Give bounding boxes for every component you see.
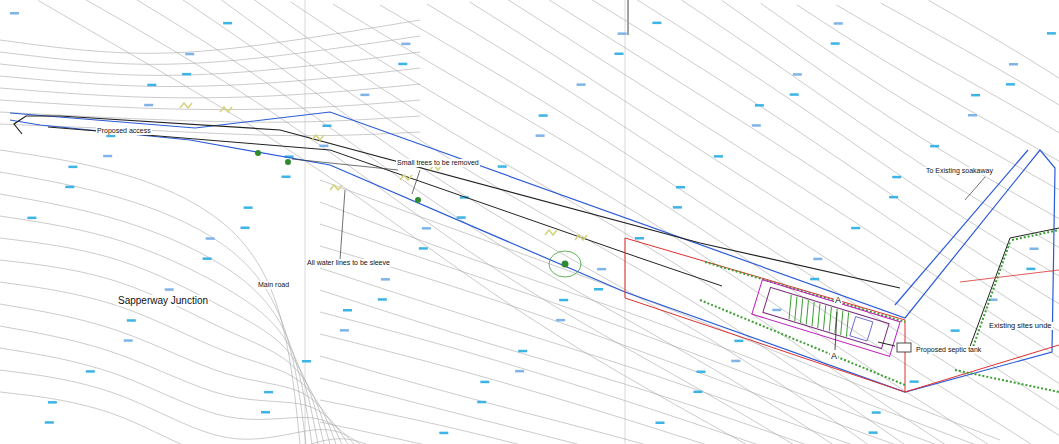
map-label: Existing sites unde xyxy=(988,322,1053,330)
hedge xyxy=(1012,230,1059,240)
proposed-building xyxy=(752,280,900,357)
tree-canopy xyxy=(549,251,581,277)
access-line xyxy=(14,116,900,288)
existing-site-line xyxy=(1010,228,1059,238)
tree xyxy=(285,159,291,165)
map-label: A xyxy=(834,296,842,306)
shrub xyxy=(545,230,557,235)
shrub xyxy=(180,103,192,108)
hedge xyxy=(955,370,1059,392)
boundary-line xyxy=(10,112,1055,392)
leader-line xyxy=(965,177,985,200)
map-label: All water lines to be sleeve xyxy=(306,259,391,267)
shrub xyxy=(575,235,587,240)
map-label: Small trees to be removed xyxy=(396,159,480,167)
site-boundary xyxy=(625,238,905,392)
map-label: Sapperway Junction xyxy=(117,295,209,306)
shrub xyxy=(220,107,232,112)
sheet-join xyxy=(625,0,626,444)
map-label: Proposed access xyxy=(96,127,152,135)
septic-tank xyxy=(897,343,911,352)
sheet-edge xyxy=(628,0,629,35)
tree xyxy=(562,261,569,268)
map-label: Main road xyxy=(257,281,290,289)
spot-heights xyxy=(10,12,1056,434)
access-line xyxy=(48,127,722,286)
hedge xyxy=(705,262,905,322)
hedge xyxy=(700,300,905,385)
shrub xyxy=(400,175,412,180)
tree xyxy=(415,197,421,203)
tree xyxy=(255,150,261,156)
hedge xyxy=(972,242,1010,350)
shrub xyxy=(330,185,342,190)
site-boundary xyxy=(960,270,1059,282)
leader-line xyxy=(292,159,398,170)
existing-site-line xyxy=(968,238,1010,352)
map-label: A xyxy=(830,352,838,362)
leader-line xyxy=(412,170,420,194)
section-line xyxy=(835,312,837,350)
map-label: Proposed septic tank xyxy=(915,346,982,354)
map-label: To Existing soakaway xyxy=(925,167,994,175)
leader-line xyxy=(340,190,345,260)
shrub xyxy=(312,135,324,140)
site-boundary xyxy=(905,345,1059,392)
drain-pipe xyxy=(878,342,895,346)
